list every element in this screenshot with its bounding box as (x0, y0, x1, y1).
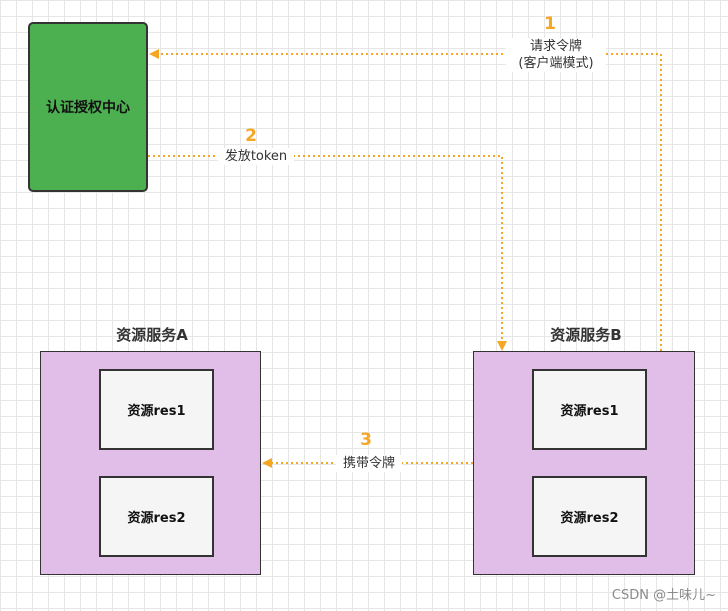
service-a-resource-2: 资源res2 (99, 476, 214, 557)
service-a-resource-1: 资源res1 (99, 369, 214, 450)
edge-1-label-line1: 请求令牌 (529, 39, 582, 54)
edge-2-label: 发放token (218, 148, 294, 165)
edge-1-label: 请求令牌 (客户端模式) (506, 38, 606, 72)
watermark: CSDN @土味儿~ (611, 588, 716, 603)
service-b-resource-2: 资源res2 (532, 476, 647, 557)
edge-request-token (149, 49, 662, 351)
service-b-resource-1: 资源res1 (532, 369, 647, 450)
service-a-title: 资源服务A (116, 326, 188, 344)
edge-issue-token (148, 155, 507, 351)
step-1-number: 1 (544, 14, 556, 34)
auth-center-node: 认证授权中心 (28, 22, 148, 192)
auth-center-label: 认证授权中心 (46, 100, 130, 116)
step-2-number: 2 (245, 126, 257, 146)
edge-3-label: 携带令牌 (336, 455, 402, 472)
step-3-number: 3 (360, 430, 372, 450)
service-b-title: 资源服务B (550, 326, 622, 344)
edge-1-label-line2: (客户端模式) (518, 56, 594, 71)
